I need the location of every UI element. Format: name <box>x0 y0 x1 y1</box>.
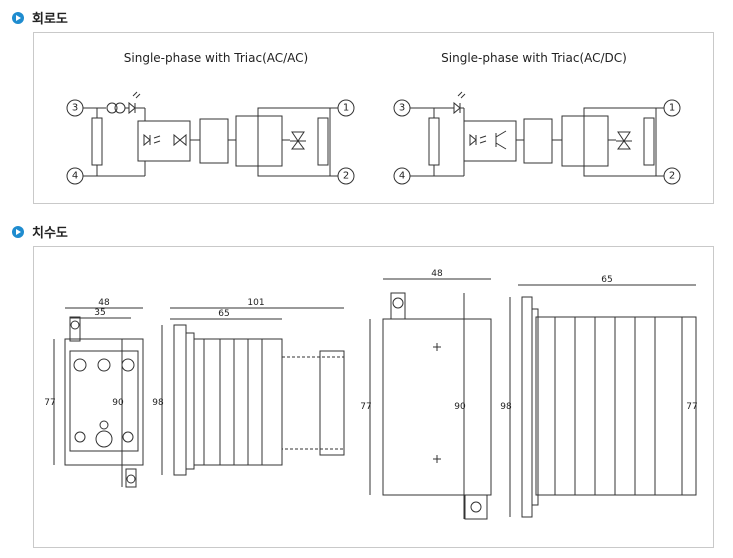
dimensions-heading-text: 치수도 <box>32 226 68 241</box>
front-width-inner-label: 35 <box>94 308 105 318</box>
right-triac-symbol <box>617 131 631 142</box>
left-circuit-title: Single-phase with Triac(AC/AC) <box>124 51 308 65</box>
right-optocoupler <box>463 120 517 162</box>
circuit-heading-text: 회로도 <box>32 12 68 27</box>
bullet-arrow-icon <box>12 225 24 238</box>
circuit-diagrams-svg: Single-phase with Triac(AC/AC) Single-ph… <box>66 51 681 185</box>
right-output-frame <box>583 107 657 177</box>
right-terminal-4-label: 4 <box>399 171 405 182</box>
left-terminal-4-label: 4 <box>72 171 78 182</box>
left-output-frame <box>257 107 331 177</box>
right-circuit-title: Single-phase with Triac(AC/DC) <box>441 51 627 65</box>
dimension-drawings-svg: 48 35 77 90 101 65 98 48 77 90 65 98 77 <box>44 269 698 520</box>
mount-side-length-label: 65 <box>601 275 612 285</box>
side-length-body-label: 65 <box>218 309 229 319</box>
left-triac-symbol <box>291 131 305 142</box>
mount-front-height-right-label: 90 <box>454 402 466 412</box>
left-zero-cross-block <box>235 115 283 167</box>
right-input-resistor <box>428 117 440 166</box>
right-zero-cross-block <box>561 115 609 167</box>
right-terminal-1-circle <box>663 99 681 117</box>
left-current-source-a <box>106 102 118 114</box>
left-trigger-block <box>199 118 229 164</box>
mount-front-width-label: 48 <box>431 269 443 279</box>
left-terminal-3-label: 3 <box>72 103 78 114</box>
right-terminal-3-label: 3 <box>399 103 405 114</box>
side-length-total-label: 101 <box>247 298 264 308</box>
right-snubber-resistor <box>643 117 655 166</box>
right-indicator-led <box>453 101 461 115</box>
right-terminal-2-label: 2 <box>669 171 675 182</box>
left-terminal-2-circle <box>337 167 355 185</box>
left-indicator-led <box>128 101 136 115</box>
front-height-inner-label: 90 <box>112 398 124 408</box>
mount-side-height-right-label: 77 <box>686 402 697 412</box>
right-terminal-2-circle <box>663 167 681 185</box>
circuit-diagram-panel: Single-phase with Triac(AC/AC) Single-ph… <box>33 32 714 204</box>
right-terminal-1-label: 1 <box>669 103 675 114</box>
circuit-section-heading: 회로도 <box>12 8 68 27</box>
left-optocoupler <box>137 120 191 162</box>
mount-front-height-left-label: 77 <box>360 402 371 412</box>
left-input-resistor <box>91 117 103 166</box>
side-height-label: 98 <box>152 398 164 408</box>
left-terminal-2-label: 2 <box>343 171 349 182</box>
right-trigger-block <box>523 118 553 164</box>
side-view-body <box>193 338 283 466</box>
front-height-left-label: 77 <box>44 398 55 408</box>
mount-front-body <box>382 318 492 496</box>
bullet-arrow-icon <box>12 11 24 24</box>
dimension-drawing-panel: 48 35 77 90 101 65 98 48 77 90 65 98 77 <box>33 246 714 548</box>
front-width-outer-label: 48 <box>98 298 110 308</box>
left-terminal-1-label: 1 <box>343 103 349 114</box>
mount-side-body <box>535 316 697 496</box>
left-snubber-resistor <box>317 117 329 166</box>
front-view-body <box>64 338 144 466</box>
side-view-terminal-block <box>281 356 345 450</box>
dimensions-section-heading: 치수도 <box>12 222 68 241</box>
mount-side-height-left-label: 98 <box>500 402 512 412</box>
left-terminal-1-circle <box>337 99 355 117</box>
